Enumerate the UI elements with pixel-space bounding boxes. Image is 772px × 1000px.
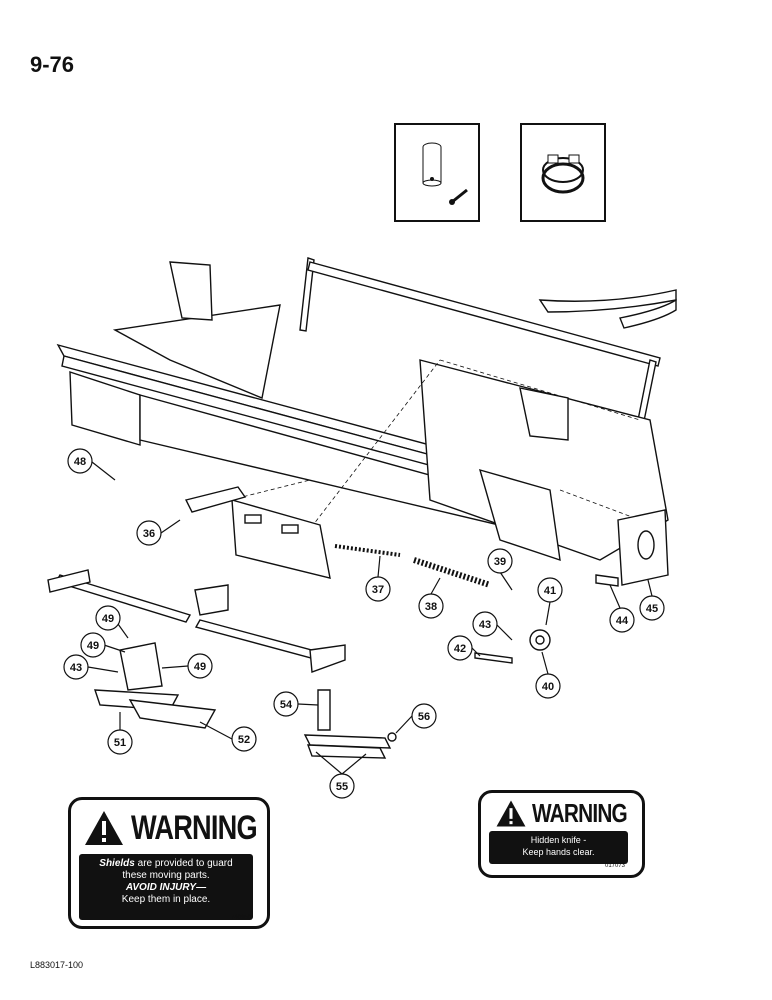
- detail-pin-inset: [394, 123, 480, 222]
- svg-text:48: 48: [74, 456, 86, 468]
- warning-triangle-icon: [85, 811, 123, 845]
- svg-text:41: 41: [544, 585, 556, 597]
- svg-text:56: 56: [418, 711, 430, 723]
- callout-38: 38: [418, 577, 444, 619]
- svg-text:42: 42: [454, 643, 466, 655]
- svg-text:54: 54: [280, 699, 293, 711]
- warning-message-right: Hidden knife - Keep hands clear.: [489, 831, 628, 864]
- callout-48: 48: [67, 448, 116, 481]
- warning-triangle-icon: [496, 800, 526, 826]
- callout-43-right: 43: [472, 611, 513, 641]
- callout-44: 44: [609, 584, 635, 633]
- callout-49-right: 49: [161, 653, 213, 679]
- svg-text:43: 43: [70, 662, 82, 674]
- svg-text:49: 49: [194, 661, 206, 673]
- callouts: 48 36 37 38 39 41 44 45 43 42 40 49 49 4…: [63, 448, 665, 799]
- warning-code-right: 017073: [605, 863, 626, 869]
- callout-51: 51: [107, 712, 133, 755]
- warning-heading-right: WARNING: [532, 797, 628, 828]
- svg-text:37: 37: [372, 584, 384, 596]
- callout-55: 55: [315, 751, 367, 799]
- svg-text:38: 38: [425, 601, 437, 613]
- svg-text:51: 51: [114, 737, 126, 749]
- warning-code-left: 740950: [231, 915, 252, 921]
- callout-52: 52: [199, 721, 257, 752]
- callout-40: 40: [535, 651, 561, 699]
- header-frame: [56, 257, 677, 562]
- svg-text:49: 49: [102, 613, 114, 625]
- svg-text:43: 43: [479, 619, 491, 631]
- callout-54: 54: [273, 691, 319, 717]
- callout-41: 41: [537, 577, 563, 626]
- svg-text:52: 52: [238, 734, 250, 746]
- callout-50: 49: [95, 605, 129, 639]
- lower-parts: [47, 486, 669, 759]
- callout-39: 39: [487, 548, 513, 591]
- callout-56: 56: [395, 703, 437, 734]
- svg-text:49: 49: [87, 640, 99, 652]
- warning-decal-right: WARNING Hidden knife - Keep hands clear.…: [478, 790, 645, 878]
- svg-text:39: 39: [494, 556, 506, 568]
- callout-43-left: 43: [63, 654, 119, 680]
- leader-lines: [229, 359, 641, 556]
- warning-heading-left: WARNING: [131, 808, 258, 847]
- page-number: 9-76: [30, 52, 75, 77]
- callout-45: 45: [639, 579, 665, 621]
- warning-message-left: Shields are provided to guard these movi…: [79, 854, 253, 920]
- svg-text:40: 40: [542, 681, 554, 693]
- callout-42: 42: [447, 635, 481, 661]
- callout-37: 37: [365, 555, 391, 602]
- svg-text:36: 36: [143, 528, 155, 540]
- callout-49-left: 49: [80, 632, 126, 658]
- detail-clamp-inset: [520, 123, 606, 222]
- svg-text:55: 55: [336, 781, 348, 793]
- svg-text:45: 45: [646, 603, 658, 615]
- callout-36: 36: [136, 519, 181, 546]
- document-code: L883017-100: [30, 960, 84, 970]
- svg-text:44: 44: [616, 615, 629, 627]
- warning-decal-left: WARNING Shields are provided to guard th…: [68, 797, 270, 929]
